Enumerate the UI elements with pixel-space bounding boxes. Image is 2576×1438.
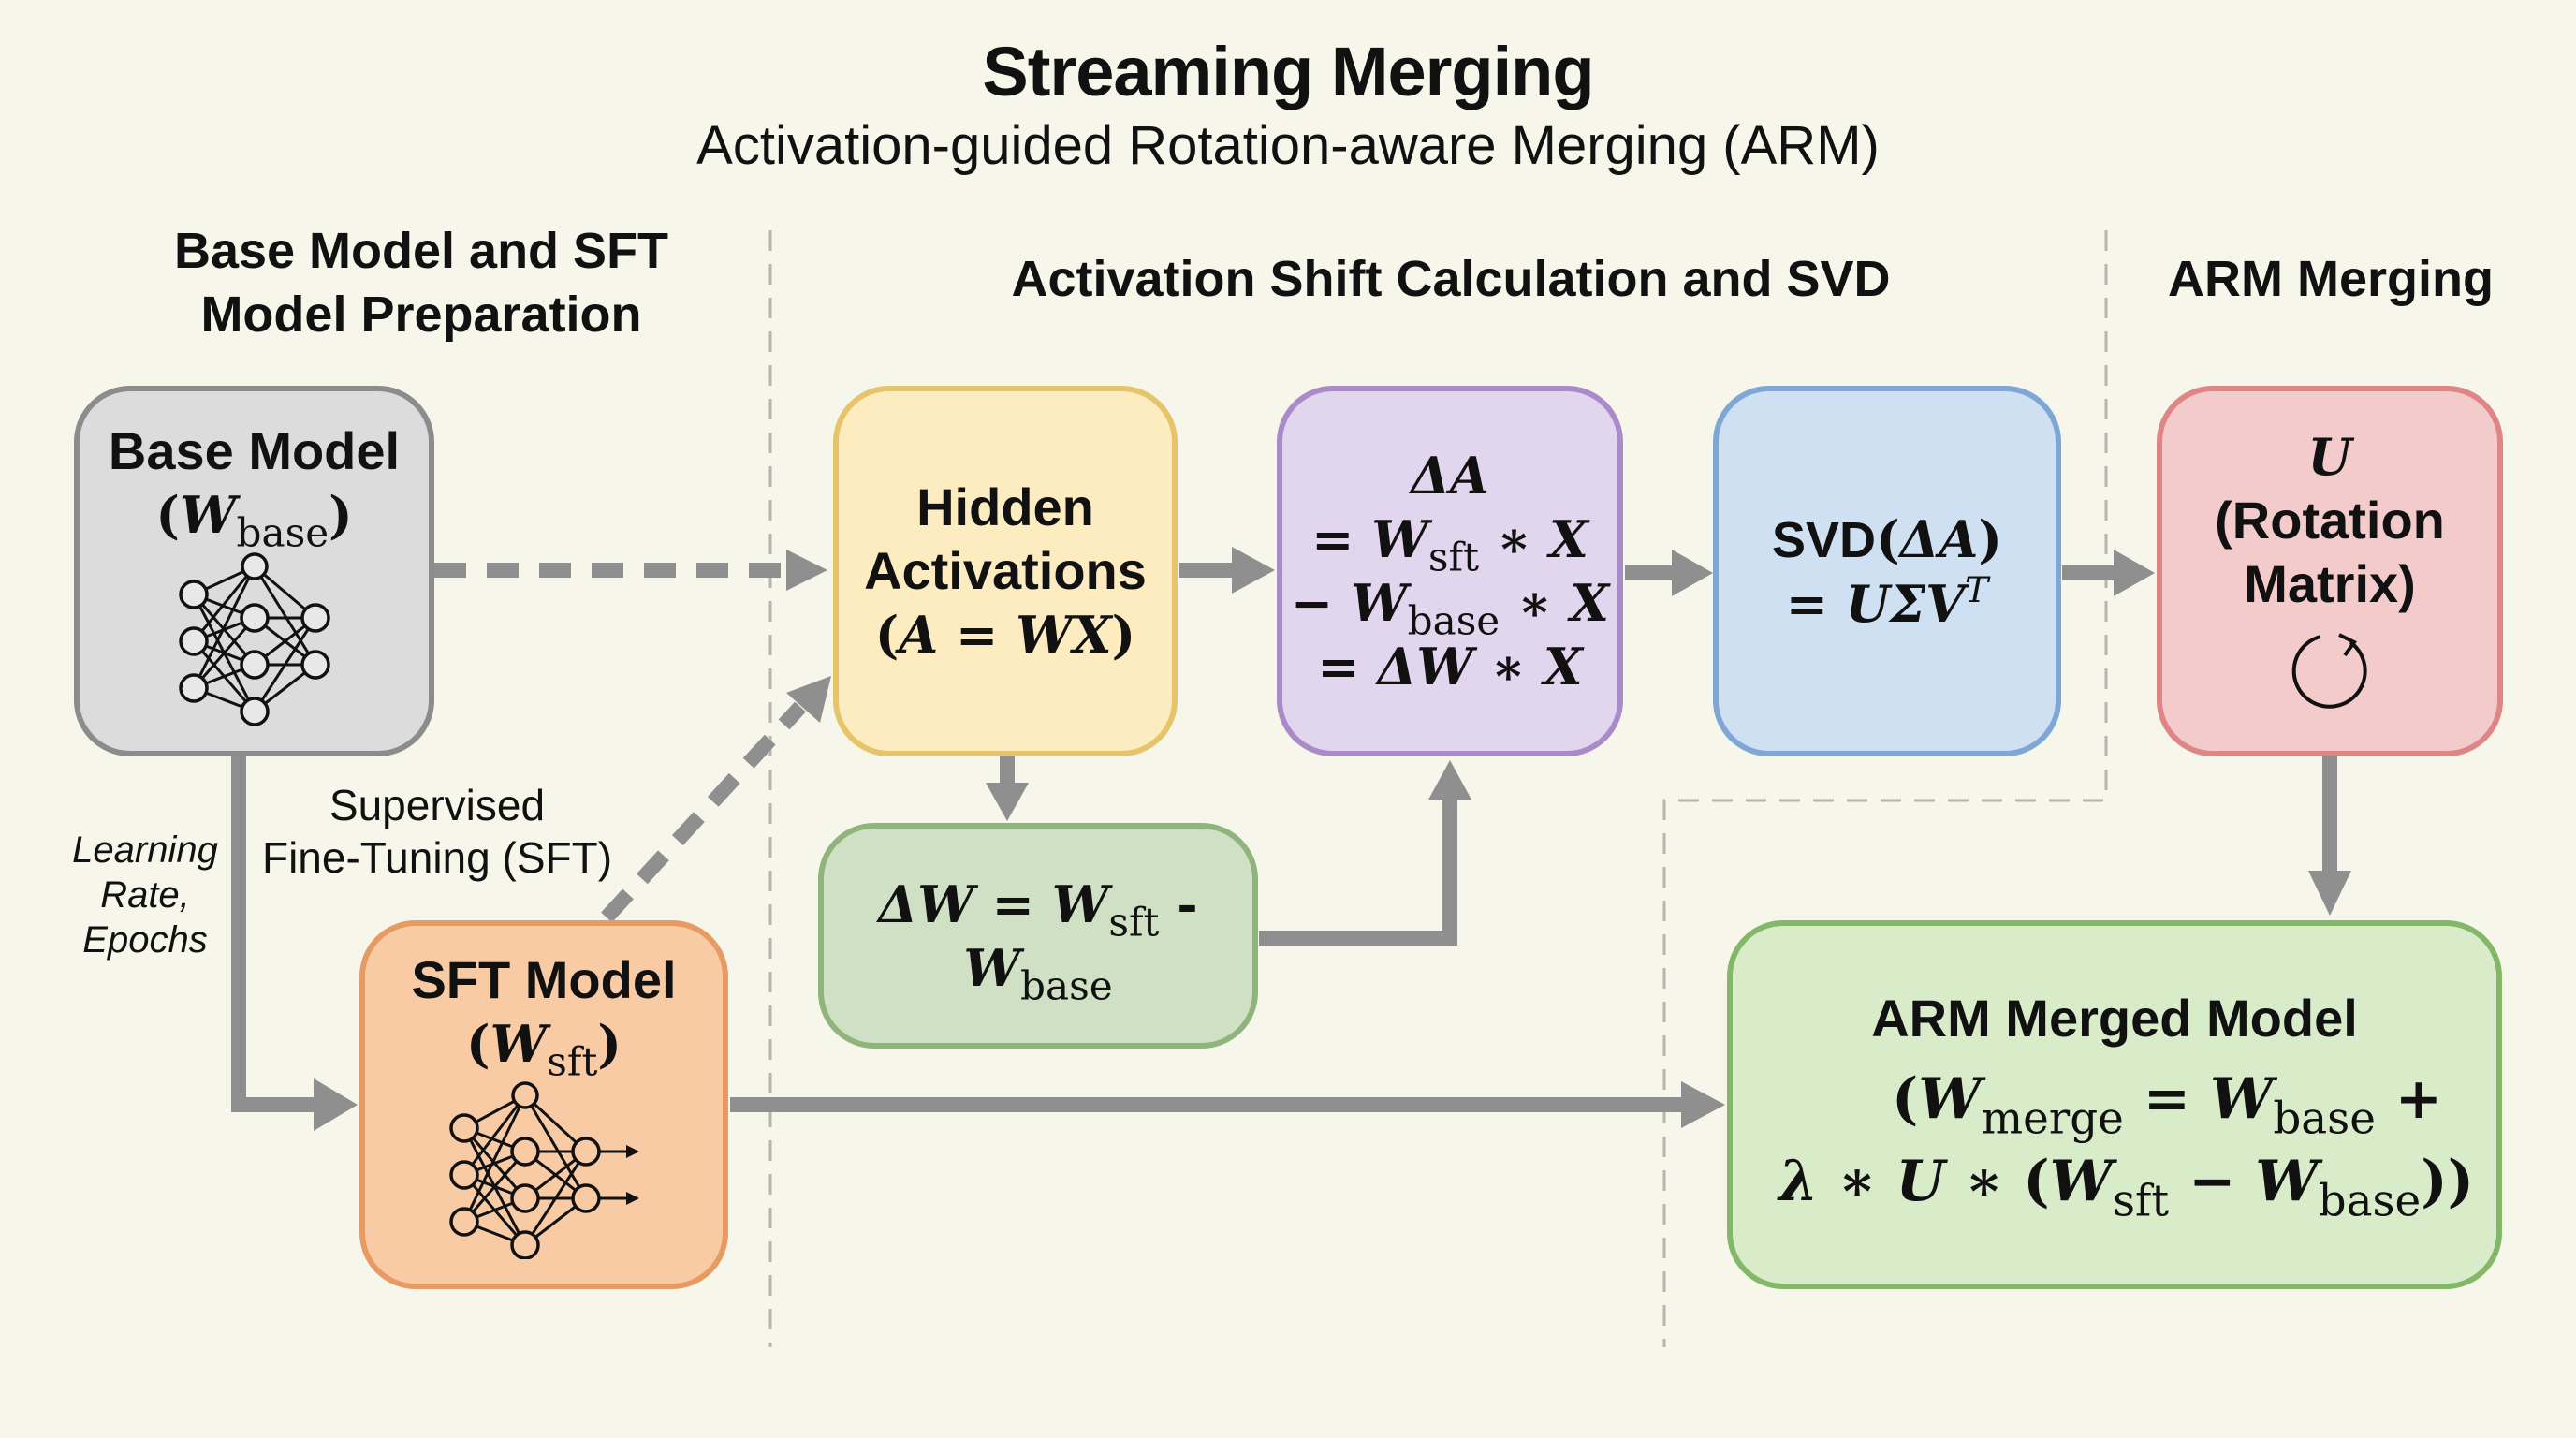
hyperparams-note: Learning Rate, Epochs [56, 828, 234, 962]
hidden-activations-formula: (A = WX) [874, 605, 1136, 665]
section-header-preparation: Base Model and SFT Model Preparation [140, 219, 702, 346]
rotation-line3: Matrix) [2244, 554, 2416, 613]
base-model-weight: (Wbase) [155, 485, 353, 556]
hyperparams-line2: Rate, [100, 874, 190, 916]
arrowhead-base-to-sft [314, 1078, 358, 1131]
arrowhead-rotation-to-merged [2308, 871, 2351, 916]
hyperparams-line1: Learning [72, 829, 218, 871]
arrowhead-deltaW-to-deltaA [1428, 760, 1471, 800]
sft-process-note: Supervised Fine-Tuning (SFT) [245, 779, 629, 884]
delta-w-formula: ΔW = Wsft - Wbase [878, 873, 1198, 1009]
svd-node[interactable]: SVD(ΔA) = UΣVT [1713, 386, 2061, 756]
arrow-sft-to-hidden [601, 701, 806, 923]
delta-a-line3: − Wbase ∗ X [1290, 573, 1610, 644]
rotation-line2: (Rotation [2215, 491, 2445, 550]
arrowhead-sft-to-hidden [786, 676, 831, 723]
base-model-node[interactable]: Base Model (Wbase) [74, 386, 434, 756]
delta-a-line1: ΔA [1411, 446, 1489, 506]
sft-process-line2: Fine-Tuning (SFT) [261, 833, 613, 882]
hyperparams-line3: Epochs [82, 919, 208, 961]
hidden-activations-line1: Hidden [916, 477, 1094, 536]
arm-merged-model-node[interactable]: ARM Merged Model (Wmerge = Wbase + λ ∗ U… [1727, 920, 2502, 1289]
base-model-label: Base Model [108, 421, 401, 480]
neural-network-output-icon [449, 1081, 639, 1259]
delta-a-line4: = ΔW ∗ X [1317, 637, 1583, 697]
arrowhead-base-to-hidden [786, 550, 827, 591]
delta-a-node[interactable]: ΔA = Wsft ∗ X − Wbase ∗ X = ΔW ∗ X [1277, 386, 1623, 756]
section-header-arm-merging: ARM Merging [2168, 251, 2494, 307]
hidden-activations-line2: Activations [864, 541, 1147, 600]
delta-w-node[interactable]: ΔW = Wsft - Wbase [818, 823, 1258, 1049]
arrow-deltaW-to-deltaA [1259, 796, 1457, 946]
merged-formula-line1: (Wmerge = Wbase + [1892, 1066, 2443, 1145]
diagram-title: Streaming Merging [982, 33, 1594, 110]
sft-model-weight: (Wsft) [466, 1014, 622, 1085]
section-header-preparation-line1: Base Model and SFT [173, 223, 669, 279]
sft-model-node[interactable]: SFT Model (Wsft) [359, 920, 728, 1289]
rotation-matrix-node[interactable]: U (Rotation Matrix) [2157, 386, 2503, 756]
svd-line2: = UΣVT [1785, 568, 1989, 634]
section-header-activation-svd: Activation Shift Calculation and SVD [1011, 251, 1891, 307]
section-header-preparation-line2: Model Preparation [200, 286, 642, 343]
rotation-var: U [2307, 427, 2352, 487]
merged-label: ARM Merged Model [1871, 989, 2358, 1048]
arrowhead-hidden-to-deltaW [986, 783, 1029, 821]
rotate-clockwise-icon [2291, 633, 2367, 709]
arrowhead-sft-to-merged [1681, 1081, 1725, 1128]
sft-process-line1: Supervised [329, 781, 546, 829]
merged-formula-line2: λ ∗ U ∗ (Wsft − Wbase)) [1778, 1149, 2474, 1227]
arrowhead-svd-to-rotation [2114, 550, 2155, 596]
diagram-subtitle: Activation-guided Rotation-aware Merging… [696, 115, 1880, 176]
sft-model-label: SFT Model [411, 950, 677, 1009]
arrowhead-deltaA-to-svd [1672, 550, 1713, 596]
svd-line1: SVD(ΔA) [1772, 508, 2002, 569]
arrowhead-hidden-to-deltaA [1232, 547, 1275, 594]
hidden-activations-node[interactable]: Hidden Activations (A = WX) [833, 386, 1178, 756]
delta-a-line2: = Wsft ∗ X [1311, 509, 1588, 580]
neural-network-icon [178, 552, 330, 726]
